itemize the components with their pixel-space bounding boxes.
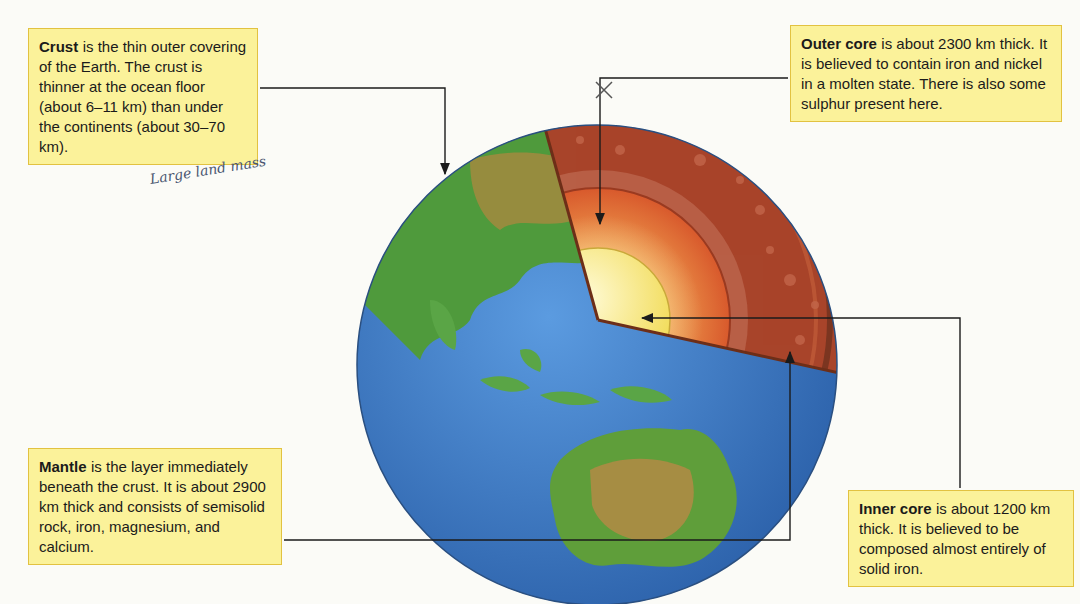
layer-name: Mantle (39, 458, 87, 475)
layer-name: Crust (39, 38, 78, 55)
layer-name: Outer core (801, 35, 877, 52)
layer-name: Inner core (859, 500, 932, 517)
callout-box: Crustis the thin outer covering of the E… (28, 28, 258, 165)
layer-description: is the thin outer covering of the Earth.… (39, 38, 246, 155)
callout-box: Inner coreis about 1200 km thick. It is … (848, 490, 1074, 587)
callout-box: Outer coreis about 2300 km thick. It is … (790, 25, 1062, 122)
callout-box: Mantleis the layer immediately beneath t… (28, 448, 282, 565)
